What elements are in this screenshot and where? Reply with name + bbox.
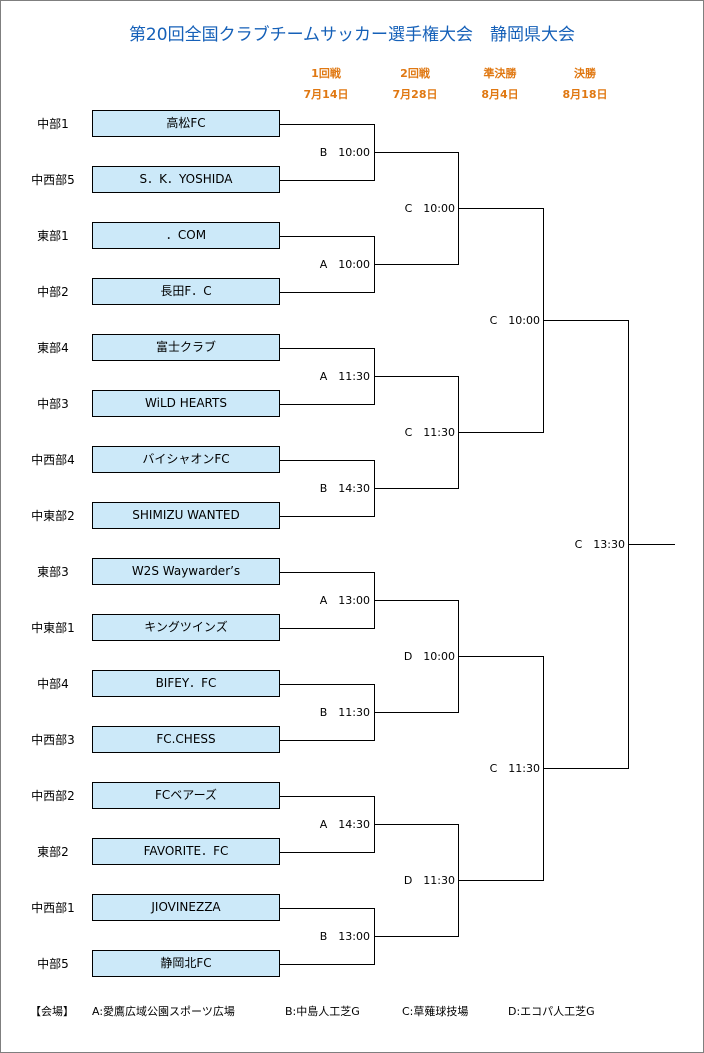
team-box: 高松FC [92, 110, 280, 137]
round-date: 8月4日 [481, 88, 519, 101]
team-region: 中部1 [37, 117, 69, 131]
team-box: FC.CHESS [92, 726, 280, 753]
round-header-final: 決勝 8月18日 [545, 63, 625, 105]
team-box: キングツインズ [92, 614, 280, 641]
team-region: 東部2 [37, 845, 69, 859]
match-label-r2: D 10:00 [403, 650, 455, 663]
team-region: 中西部5 [31, 173, 75, 187]
venue-c: C:草薙球技場 [402, 1005, 469, 1018]
team-box: JIOVINEZZA [92, 894, 280, 921]
team-box: FCベアーズ [92, 782, 280, 809]
team-region: 中東部2 [31, 509, 75, 523]
match-label-r1: B 11:30 [319, 706, 370, 719]
round-name: 2回戦 [400, 67, 430, 80]
round-date: 7月28日 [392, 88, 438, 101]
team-region: 中西部1 [31, 901, 75, 915]
team-region: 中西部4 [31, 453, 75, 467]
match-label-r1: B 14:30 [319, 482, 370, 495]
team-region: 中部2 [37, 285, 69, 299]
round-name: 1回戦 [311, 67, 341, 80]
team-box: S．K．YOSHIDA [92, 166, 280, 193]
team-box: ．COM [92, 222, 280, 249]
venue-d: D:エコパ人工芝G [508, 1005, 595, 1018]
match-label-semifinal: C 10:00 [489, 314, 540, 327]
match-label-r1: B 10:00 [319, 146, 370, 159]
team-region: 中部3 [37, 397, 69, 411]
round-header-semifinal: 準決勝 8月4日 [460, 63, 540, 105]
round-header-2: 2回戦 7月28日 [375, 63, 455, 105]
match-label-r2: C 11:30 [404, 426, 455, 439]
team-region: 東部4 [37, 341, 69, 355]
team-box: BIFEY．FC [92, 670, 280, 697]
round-date: 8月18日 [562, 88, 608, 101]
team-box: バイシャオンFC [92, 446, 280, 473]
team-box: FAVORITE．FC [92, 838, 280, 865]
team-region: 中部4 [37, 677, 69, 691]
round-date: 7月14日 [303, 88, 349, 101]
venue-a: A:愛鷹広域公園スポーツ広場 [92, 1005, 235, 1018]
match-label-final: C 13:30 [574, 538, 625, 551]
match-label-r1: A 14:30 [319, 818, 370, 831]
team-region: 東部1 [37, 229, 69, 243]
team-box: 静岡北FC [92, 950, 280, 977]
team-region: 東部3 [37, 565, 69, 579]
match-label-r2: D 11:30 [403, 874, 455, 887]
team-region: 中東部1 [31, 621, 75, 635]
match-label-r1: A 13:00 [319, 594, 370, 607]
match-label-semifinal: C 11:30 [489, 762, 540, 775]
team-box: SHIMIZU WANTED [92, 502, 280, 529]
team-box: WiLD HEARTS [92, 390, 280, 417]
team-region: 中部5 [37, 957, 69, 971]
round-name: 準決勝 [483, 67, 517, 80]
round-header-1: 1回戦 7月14日 [286, 63, 366, 105]
round-name: 決勝 [574, 67, 596, 80]
team-box: W2S Waywarder’s [92, 558, 280, 585]
team-region: 中西部2 [31, 789, 75, 803]
tournament-title: 第20回全国クラブチームサッカー選手権大会 静岡県大会 [128, 25, 576, 45]
team-box: 富士クラブ [92, 334, 280, 361]
match-label-r2: C 10:00 [404, 202, 455, 215]
match-label-r1: B 13:00 [319, 930, 370, 943]
venue-b: B:中島人工芝G [285, 1005, 360, 1018]
team-box: 長田F．C [92, 278, 280, 305]
venue-label: 【会場】 [30, 1005, 74, 1018]
team-region: 中西部3 [31, 733, 75, 747]
match-label-r1: A 11:30 [319, 370, 370, 383]
match-label-r1: A 10:00 [319, 258, 370, 271]
